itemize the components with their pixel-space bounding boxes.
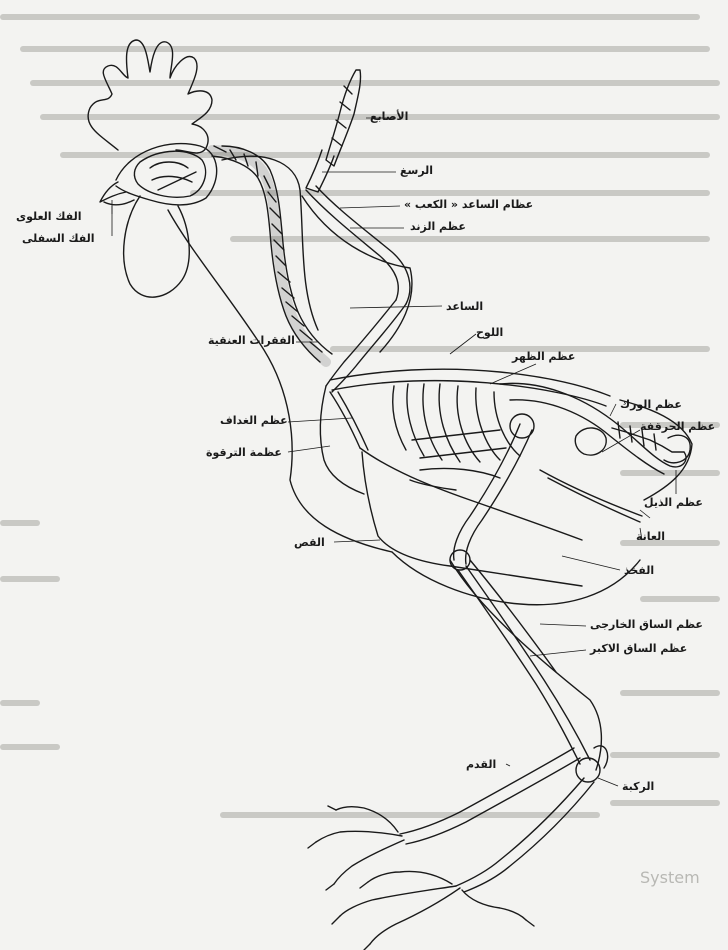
label-upper-jaw: الفك العلوى: [16, 210, 81, 223]
label-humerus: عظام الساعد « الكعب »: [404, 198, 533, 211]
wattle-outline: [124, 196, 190, 297]
label-scapula: اللوح: [476, 326, 503, 339]
label-femur: الفخذ: [624, 564, 654, 577]
coracoid: [330, 392, 360, 448]
furcula: [320, 386, 364, 494]
label-lower-jaw: الفك السفلى: [22, 232, 95, 245]
wing-humerus: [326, 300, 396, 386]
tarsometatarsus: [456, 778, 584, 886]
sternum: [360, 448, 582, 540]
label-back-bone: عظم الظهر: [512, 350, 575, 363]
label-knee: الركبة: [622, 780, 654, 793]
toes-front-1: [340, 886, 456, 916]
label-tail-bone: عظم الذيل: [644, 496, 703, 509]
scapula: [330, 369, 610, 396]
label-foot: القدم: [466, 758, 496, 771]
pubis: [540, 470, 642, 516]
wing-carpometacarpus: [306, 150, 334, 192]
ribs: [393, 384, 520, 462]
wing-fingers: [326, 70, 361, 166]
label-fingers: الأصابع: [370, 110, 408, 123]
label-ilium: عظم الورك: [620, 398, 682, 411]
tibiotarsus: [466, 566, 590, 760]
label-pubis: العانة: [636, 530, 665, 543]
label-coracoid: عظم الغداف: [220, 414, 288, 427]
label-keel: القص: [294, 536, 325, 549]
ilium-window: [575, 428, 606, 455]
label-fibula: عظم الساق الخارجى: [590, 618, 703, 631]
belly-outline: [392, 552, 640, 605]
label-pygostyle: عظم الحرقفة: [640, 420, 715, 433]
label-tibia: عظم الساق الاكبر: [590, 642, 687, 655]
fibula: [470, 560, 556, 672]
leader-lines: [112, 118, 676, 786]
label-cervical-vertebrae: الفقرات العنقية: [208, 334, 295, 347]
comb-outline: [88, 40, 212, 153]
lower-jaw-beak: [104, 200, 134, 205]
keel: [362, 452, 582, 586]
skull-inner: [134, 151, 205, 197]
label-carpometacarpus: الرسغ: [400, 164, 433, 177]
label-furcula: عظمة الترقوة: [206, 446, 282, 459]
wing-outline: [302, 196, 412, 352]
label-forearm: الساعد: [446, 300, 483, 313]
upper-jaw-beak: [100, 182, 126, 202]
cervical-vertebrae: [212, 146, 332, 362]
wing-ulna: [316, 186, 410, 304]
label-ulna: عظم الزند: [410, 220, 466, 233]
toes-front-2: [316, 831, 402, 842]
